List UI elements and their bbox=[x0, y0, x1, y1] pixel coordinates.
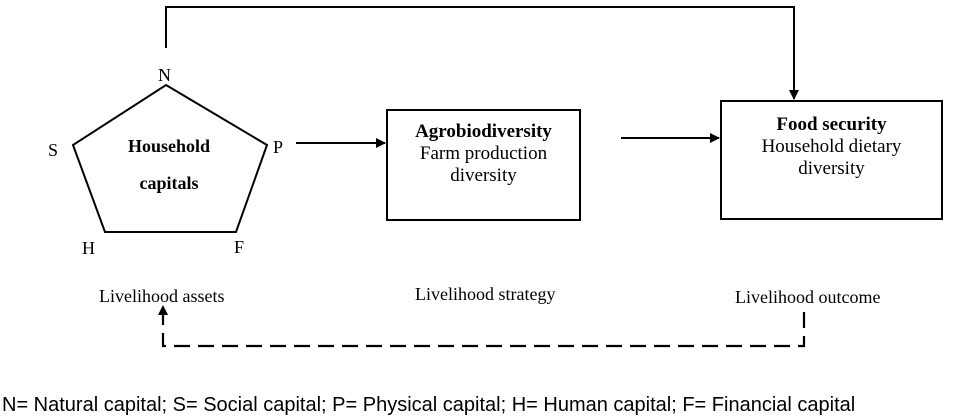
food-security-box bbox=[720, 100, 943, 220]
vertex-label-s: S bbox=[48, 140, 59, 160]
agrobiodiversity-box bbox=[386, 109, 581, 221]
food-security-title: Food security bbox=[776, 114, 887, 135]
vertex-label-p: P bbox=[273, 137, 284, 157]
diversity-label-agro: diversity bbox=[450, 165, 517, 186]
livelihood-outcome-label: Livelihood outcome bbox=[735, 287, 881, 307]
capitals-legend: N= Natural capital; S= Social capital; P… bbox=[2, 394, 856, 416]
diversity-label-food: diversity bbox=[798, 158, 865, 179]
household-dietary-label: Household dietary bbox=[761, 136, 902, 157]
vertex-label-h: H bbox=[82, 238, 95, 258]
livelihood-strategy-label: Livelihood strategy bbox=[415, 284, 556, 304]
agrobiodiversity-title: Agrobiodiversity bbox=[415, 121, 552, 142]
farm-production-label: Farm production bbox=[419, 143, 548, 164]
household-capitals-pentagon bbox=[71, 83, 269, 233]
agrobiodiversity-box-text: Agrobiodiversity Farm production diversi… bbox=[387, 121, 580, 187]
feedback-arrow-outcome-to-assets bbox=[158, 305, 806, 348]
vertex-label-n: N bbox=[158, 65, 171, 85]
capitals-label: capitals bbox=[139, 173, 199, 193]
food-security-box-text: Food security Household dietary diversit… bbox=[721, 114, 942, 180]
household-label: Household bbox=[127, 136, 211, 156]
arrow-capitals-to-food-security bbox=[165, 6, 799, 100]
vertex-label-f: F bbox=[234, 237, 245, 257]
livelihood-assets-label: Livelihood assets bbox=[99, 286, 225, 306]
